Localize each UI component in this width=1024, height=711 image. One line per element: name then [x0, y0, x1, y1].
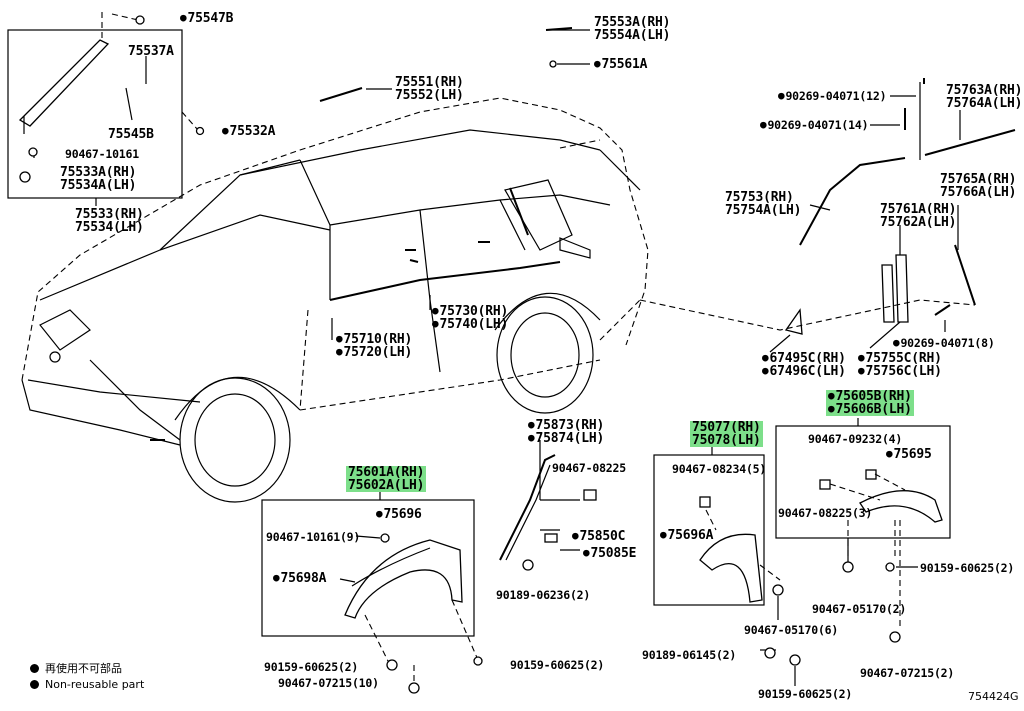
part-label: 90189-06236(2) — [496, 588, 591, 602]
liner-75873 — [499, 454, 556, 561]
detail-box-75077 — [653, 454, 765, 606]
legend-dot — [30, 664, 39, 673]
cover-67495c — [784, 308, 803, 335]
part-label: 75695 — [886, 448, 931, 461]
clip-75547b — [135, 15, 145, 25]
part-label: 75753(RH) — [725, 190, 794, 205]
part-label: 75766A(LH) — [940, 185, 1017, 200]
part-label: 75534A(LH) — [60, 178, 137, 193]
part-label: 90467-07215(2) — [860, 666, 955, 680]
legend-row-en: Non-reusable part — [30, 678, 144, 691]
fender-flare-75077 — [699, 533, 763, 603]
rear-wheel — [496, 296, 594, 414]
part-label: 90467-07215(10) — [278, 676, 379, 690]
detail-box-75533 — [7, 29, 183, 199]
part-label: 67496C(LH) — [762, 365, 845, 378]
detail-box-75601a — [261, 499, 475, 637]
figure-code: 754424G — [968, 690, 1019, 703]
part-label: 75078(LH) — [690, 433, 763, 448]
part-label: 75602A(LH) — [346, 478, 427, 493]
roof-molding-75763a — [924, 129, 1016, 156]
part-label: 90159-60625(2) — [264, 660, 359, 674]
front-wheel — [179, 377, 291, 503]
part-label: 75761A(RH) — [880, 202, 957, 217]
part-label: 75850C — [572, 530, 625, 543]
part-label: 75762A(LH) — [880, 215, 957, 230]
part-label: 75874(LH) — [528, 432, 604, 445]
part-label: 75720(LH) — [336, 346, 412, 359]
part-label: 75533(RH) — [75, 207, 144, 222]
part-label: 75606B(LH) — [826, 403, 914, 416]
legend-row-jp: 再使用不可部品 — [30, 660, 122, 676]
part-label: 75533A(RH) — [60, 165, 137, 180]
part-label: 75696 — [376, 508, 421, 521]
part-label: 75601A(RH) — [346, 465, 427, 480]
clip-90467 — [28, 147, 38, 157]
fender-flare-75605b — [859, 490, 943, 523]
part-label: 75532A — [222, 125, 275, 138]
part-label: 75545B — [108, 127, 154, 142]
part-label: 90159-60625(2) — [758, 687, 853, 701]
part-label: 90467-10161(9) — [266, 530, 361, 544]
part-label: 90467-08225 — [552, 461, 626, 475]
part-label: 90467-05170(6) — [744, 623, 839, 637]
legend-text-jp: 再使用不可部品 — [45, 662, 122, 675]
part-label: 75756C(LH) — [858, 365, 941, 378]
part-label: 75710(RH) — [336, 333, 412, 346]
part-label: 75605B(RH) — [826, 390, 914, 403]
part-label: 90159-60625(2) — [510, 658, 605, 672]
part-label: 75696A — [660, 529, 713, 542]
part-label: 75754A(LH) — [725, 203, 802, 218]
detail-box-75605b — [775, 425, 951, 539]
part-label: 90467-08234(5) — [672, 462, 767, 476]
part-label: 75534(LH) — [75, 220, 144, 235]
part-label: 75873(RH) — [528, 419, 604, 432]
pillar-garnish-part — [18, 39, 110, 127]
part-label: 75561A — [594, 58, 647, 71]
part-label: 75551(RH) — [395, 75, 464, 90]
clip-75532a — [195, 126, 205, 136]
part-label: 90467-05170(2) — [812, 602, 907, 616]
clip-75533a — [19, 171, 31, 183]
part-label: 75554A(LH) — [594, 28, 671, 43]
part-label: 75077(RH) — [690, 420, 763, 435]
part-label: 75553A(RH) — [594, 15, 671, 30]
part-label: 75755C(RH) — [858, 352, 941, 365]
part-label: 90467-09232(4) — [808, 432, 903, 446]
part-label: 90269-04071(8) — [893, 337, 994, 350]
legend-text-en: Non-reusable part — [45, 678, 145, 691]
part-label: 75085E — [583, 547, 636, 560]
part-label: 75537A — [128, 44, 174, 59]
part-label: 75765A(RH) — [940, 172, 1017, 187]
part-label: 75552(LH) — [395, 88, 464, 103]
part-label: 75698A — [273, 572, 326, 585]
part-label: 90189-06145(2) — [642, 648, 737, 662]
part-label: 67495C(RH) — [762, 352, 845, 365]
part-label: 90467-08225(3) — [778, 506, 873, 520]
fender-flare-75601a — [344, 539, 463, 619]
part-label: 75764A(LH) — [946, 96, 1023, 111]
part-label: 75730(RH) — [432, 305, 508, 318]
legend-dot — [30, 680, 39, 689]
part-label: 90269-04071(14) — [760, 119, 868, 132]
part-label: 90467-10161 — [65, 147, 139, 161]
part-label: 75763A(RH) — [946, 83, 1023, 98]
part-label: 90159-60625(2) — [920, 561, 1015, 575]
garnish-75761a — [881, 264, 895, 323]
molding-75753 — [799, 157, 906, 246]
part-label: 75547B — [180, 12, 233, 25]
part-label: 75740(LH) — [432, 318, 508, 331]
part-label: 90269-04071(12) — [778, 90, 886, 103]
